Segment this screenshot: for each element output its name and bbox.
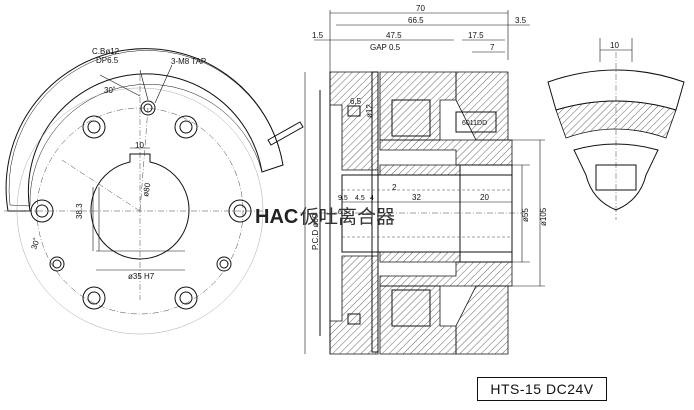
side-width: 10: [610, 41, 619, 50]
dim-2: 2: [392, 183, 397, 192]
bore-fit: ø35 H7: [128, 272, 155, 281]
dim-pcd: P.C.D ø80: [311, 213, 320, 250]
dim-20: 20: [480, 193, 489, 202]
dim-7: 7: [490, 43, 495, 52]
hole-callout-cb: C.Bø12: [92, 47, 120, 56]
dim-47-5: 47.5: [386, 31, 402, 40]
dim-dia-105: ø105: [539, 207, 548, 226]
part-no: 6011DD: [462, 120, 487, 127]
dim-1-5: 1.5: [312, 31, 324, 40]
front-view: C.Bø12 DP6.5 3-M8 TAP 30˚ 30˚ 10 ø80 ø35…: [4, 47, 304, 335]
dim-3-5: 3.5: [515, 16, 527, 25]
dim-gap: GAP 0.5: [370, 43, 401, 52]
dim-12: ø12: [365, 104, 374, 118]
brand-mark: HAC: [255, 206, 298, 228]
bore-dia: ø80: [141, 182, 152, 198]
dim-17-5: 17.5: [468, 31, 484, 40]
tap-callout: 3-M8 TAP: [171, 57, 206, 66]
dim-9-5: 9.5: [338, 195, 348, 202]
lead-wire: [267, 121, 304, 146]
hole-callout-dp: DP6.5: [96, 56, 119, 65]
dim-4-5: 4.5: [355, 195, 365, 202]
dim-overall: 70: [416, 4, 425, 13]
angle-top: 30˚: [104, 86, 116, 95]
model-text: HTS-15 DC24V: [490, 381, 594, 397]
angle-left: 30˚: [29, 236, 42, 250]
section-view: 70 66.5 3.5 1.5 47.5 GAP 0.5 17.5 7 6011…: [300, 4, 548, 355]
brand-watermark: HAC 仮吐离合器: [255, 206, 395, 228]
height-dim: 38.3: [75, 203, 84, 219]
dim-6-5b: 6.5: [338, 209, 348, 216]
model-label: HTS-15 DC24V: [477, 377, 607, 401]
keyway-width: 10: [135, 141, 144, 150]
bore-keyway: [90, 153, 190, 260]
dim-dia-55: ø55: [521, 208, 530, 222]
brand-text: 仮吐离合器: [300, 206, 395, 228]
bolt-holes: [30, 100, 252, 310]
side-view: 10: [547, 38, 685, 220]
dim-66-5: 66.5: [408, 16, 424, 25]
dim-32: 32: [412, 193, 421, 202]
dim-4: 4: [370, 195, 374, 202]
dim-6-5: 6.5: [350, 97, 362, 106]
